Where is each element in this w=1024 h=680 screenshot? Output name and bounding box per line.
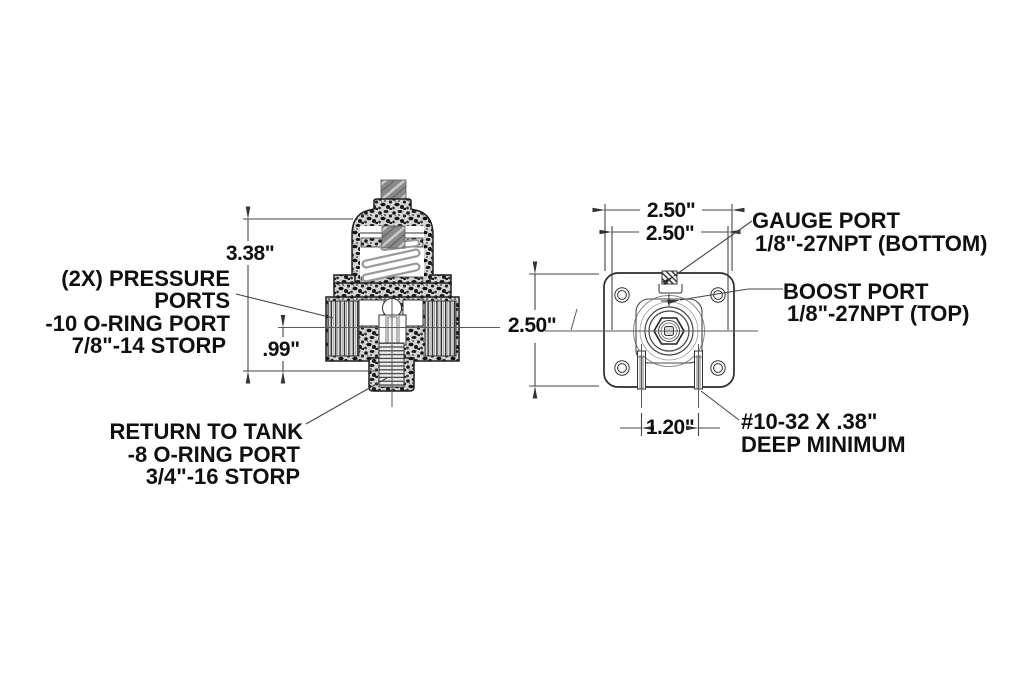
dim-overall-height: 3.38"	[226, 206, 377, 384]
gauge-port-line1: GAUGE PORT	[752, 208, 900, 233]
return-tank-line2: -8 O-RING PORT	[128, 442, 301, 467]
dim-flange-width-inner: 2.50"	[599, 222, 741, 330]
leader-gauge-port	[662, 220, 753, 286]
pressure-ports-line4: 7/8"-14 STORP	[72, 333, 226, 358]
dim-stud-spacing: 1.20"	[620, 413, 720, 439]
dim-text-stud-spacing: 1.20"	[646, 416, 694, 439]
leader-lines	[235, 220, 783, 425]
callout-pressure-ports: (2X) PRESSURE PORTS -10 O-RING PORT 7/8"…	[45, 266, 230, 358]
dim-flange-width-outer: 2.50"	[592, 199, 745, 271]
leader-return-to-tank	[305, 377, 388, 425]
leader-mounting-stud	[700, 390, 740, 421]
screw-tip	[381, 225, 406, 249]
leader-boost-port	[667, 288, 783, 305]
horizontal-centerline-right-view	[544, 308, 758, 332]
return-tank-line3: 3/4"-16 STORP	[146, 464, 300, 489]
dim-port-center-height: .99"	[262, 315, 300, 384]
mounting-stud-left	[637, 344, 646, 408]
corner-bolt-holes	[614, 287, 726, 376]
stud-spec-line2: DEEP MINIMUM	[741, 432, 906, 457]
callout-return-to-tank: RETURN TO TANK -8 O-RING PORT 3/4"-16 ST…	[109, 419, 303, 489]
pressure-ports-line3: -10 O-RING PORT	[45, 311, 230, 336]
dim-text-bolt-pattern-width: 2.50"	[646, 222, 694, 245]
gauge-port-line2: 1/8"-27NPT (BOTTOM)	[755, 231, 988, 256]
boost-port-line2: 1/8"-27NPT (TOP)	[787, 301, 969, 326]
mid-flange	[333, 274, 452, 300]
return-tank-line1: RETURN TO TANK	[109, 419, 303, 444]
leader-pressure-ports	[235, 293, 334, 319]
pressure-port-thread-left	[327, 300, 360, 357]
callout-boost-port: BOOST PORT 1/8"-27NPT (TOP)	[783, 279, 969, 326]
callout-gauge-port: GAUGE PORT 1/8"-27NPT (BOTTOM)	[752, 208, 988, 256]
dimension-lines: 3.38" .99" 2.50" 2.50"	[226, 199, 745, 439]
dim-text-overall-height: 3.38"	[226, 242, 274, 265]
boost-port-line1: BOOST PORT	[783, 279, 929, 304]
dim-text-flange-width: 2.50"	[647, 199, 695, 222]
pressure-port-thread-right	[424, 300, 457, 357]
dim-flange-height: 2.50"	[508, 261, 599, 399]
callout-texts: (2X) PRESSURE PORTS -10 O-RING PORT 7/8"…	[45, 208, 987, 489]
spring-dome-cap	[351, 198, 434, 287]
dim-text-flange-height: 2.50"	[508, 314, 556, 337]
bottom-flange-view	[544, 270, 758, 408]
dim-text-port-center: .99"	[262, 338, 299, 361]
body-cavity-right	[402, 299, 424, 327]
pressure-ports-line1: (2X) PRESSURE	[61, 266, 230, 291]
mounting-stud-right	[694, 344, 703, 408]
left-section-view	[278, 179, 500, 407]
callout-mounting-stud: #10-32 X .38" DEEP MINIMUM	[741, 409, 906, 457]
pressure-ports-line2: PORTS	[154, 288, 230, 313]
stud-spec-line1: #10-32 X .38"	[741, 409, 877, 434]
